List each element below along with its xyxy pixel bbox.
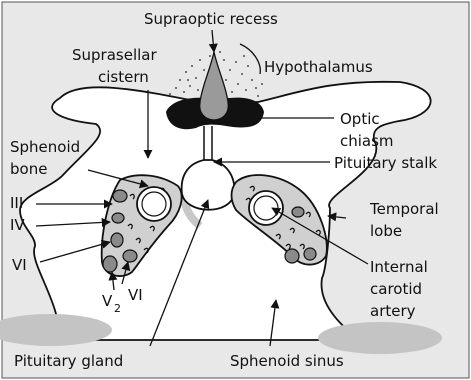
- label-optic-chiasm-line2: chiasm: [340, 132, 394, 150]
- label-nerve-V-subscript: 2: [114, 302, 121, 315]
- label-suprasellar-cistern-line1: Suprasellar: [72, 46, 157, 64]
- label-suprasellar-cistern-line2: cistern: [98, 68, 149, 86]
- label-optic-chiasm-line1: Optic: [340, 110, 380, 128]
- label-nerve-IV: IV: [10, 216, 25, 234]
- nerve-VI-lower-shape: [123, 250, 137, 262]
- label-internal-carotid-line3: artery: [370, 302, 416, 320]
- label-nerve-III: III: [10, 194, 23, 212]
- label-temporal-lobe-line1: Temporal: [369, 200, 439, 218]
- label-internal-carotid-line1: Internal: [370, 258, 428, 276]
- nerve-IV-shape: [112, 213, 124, 223]
- label-pituitary-stalk: Pituitary stalk: [334, 154, 437, 172]
- label-sphenoid-sinus: Sphenoid sinus: [230, 352, 344, 370]
- nerve-VI-left-shape: [111, 233, 123, 247]
- label-nerve-VI-left: VI: [12, 256, 27, 274]
- right-carotid-inner: [254, 196, 278, 220]
- label-sphenoid-bone-line1: Sphenoid: [10, 138, 80, 156]
- label-hypothalamus: Hypothalamus: [264, 58, 373, 76]
- label-sphenoid-bone-line2: bone: [10, 160, 47, 178]
- pituitary-gland: [182, 160, 235, 210]
- label-internal-carotid-line2: carotid: [370, 280, 422, 298]
- label-pituitary-gland: Pituitary gland: [14, 352, 123, 370]
- right-nerve-lateral-shape: [304, 248, 316, 260]
- nerve-III-shape: [113, 190, 127, 202]
- nerve-V2-shape: [103, 256, 117, 272]
- label-nerve-VI-lower: VI: [128, 286, 143, 304]
- right-nerve-upper-shape: [292, 207, 304, 217]
- left-carotid-inner: [142, 192, 166, 216]
- label-nerve-V: V: [102, 292, 113, 310]
- sinus-shadow-right: [318, 322, 442, 354]
- label-temporal-lobe-line2: lobe: [370, 222, 402, 240]
- right-nerve-lower-shape: [285, 249, 299, 263]
- label-supraoptic-recess: Supraoptic recess: [144, 10, 278, 28]
